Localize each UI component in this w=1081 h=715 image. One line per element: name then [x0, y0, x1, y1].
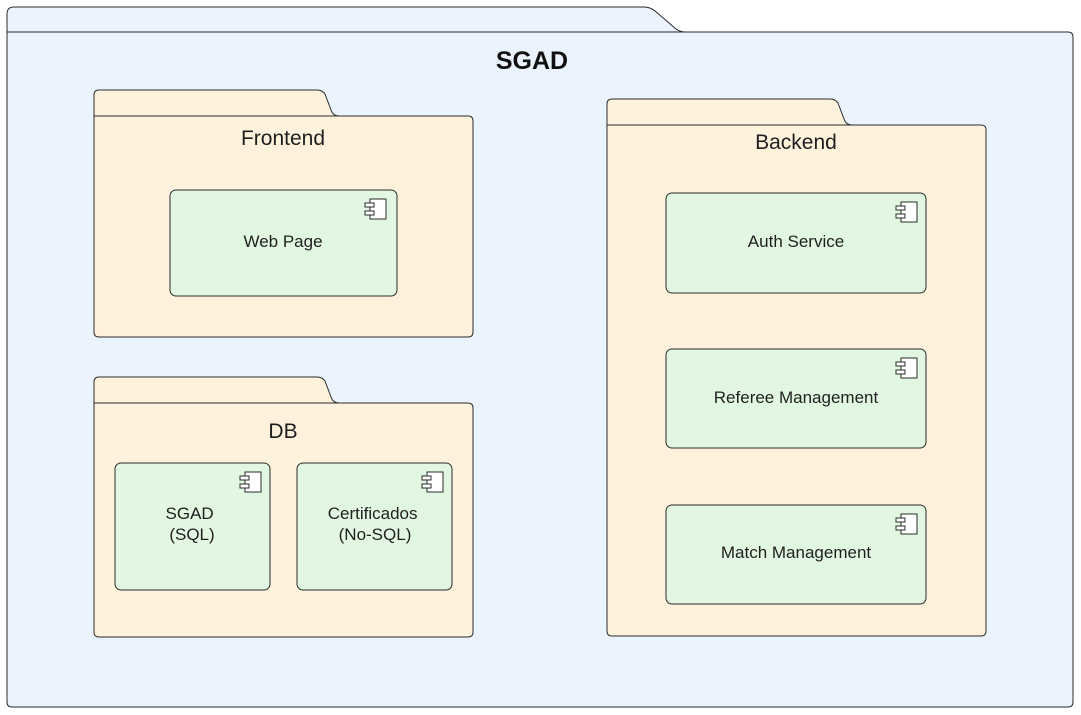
component-match-management-box	[665, 504, 927, 605]
package-sgad-title: SGAD	[496, 47, 568, 75]
component-sgad-sql[interactable]: SGAD (SQL)	[114, 462, 271, 591]
package-frontend[interactable]: Frontend Web Page	[93, 89, 474, 338]
component-referee-management[interactable]: Referee Management	[665, 348, 927, 449]
component-web-page[interactable]: Web Page	[169, 189, 398, 297]
component-certificados-nosql[interactable]: Certificados (No-SQL)	[296, 462, 453, 591]
component-sgad-sql-label-line-2: (SQL)	[169, 525, 214, 544]
component-match-management-label-line: Match Management	[721, 543, 872, 562]
component-sgad-sql-label: SGAD (SQL)	[166, 504, 219, 544]
component-sgad-sql-box	[114, 462, 271, 591]
component-referee-management-label-line: Referee Management	[714, 388, 879, 407]
component-icon	[239, 471, 262, 493]
component-icon	[895, 357, 918, 379]
component-certificados-nosql-label-line-1: Certificados	[328, 504, 418, 523]
package-db-title: DB	[268, 420, 297, 443]
component-match-management[interactable]: Match Management	[665, 504, 927, 605]
component-referee-management-box	[665, 348, 927, 449]
component-referee-management-label: Referee Management	[714, 388, 879, 407]
package-frontend-title: Frontend	[241, 127, 325, 150]
component-sgad-sql-label-line-1: SGAD	[166, 504, 214, 523]
component-web-page-label: Web Page	[243, 232, 322, 251]
component-web-page-box	[169, 189, 398, 297]
component-auth-service-label: Auth Service	[748, 232, 844, 251]
component-icon	[421, 471, 444, 493]
package-db[interactable]: DB SGAD (SQL) Certificados (No-SQL	[93, 376, 474, 638]
component-certificados-nosql-box	[296, 462, 453, 591]
component-web-page-label-line: Web Page	[243, 232, 322, 251]
component-icon	[364, 198, 387, 220]
component-icon	[895, 201, 918, 223]
component-auth-service-box	[665, 192, 927, 294]
package-backend-title: Backend	[755, 131, 837, 154]
component-certificados-nosql-label-line-2: (No-SQL)	[339, 525, 412, 544]
component-match-management-label: Match Management	[721, 543, 872, 562]
component-icon	[895, 513, 918, 535]
component-auth-service[interactable]: Auth Service	[665, 192, 927, 294]
package-backend[interactable]: Backend Auth Service Referee Management	[606, 98, 987, 637]
component-auth-service-label-line: Auth Service	[748, 232, 844, 251]
component-certificados-nosql-label: Certificados (No-SQL)	[328, 504, 423, 544]
